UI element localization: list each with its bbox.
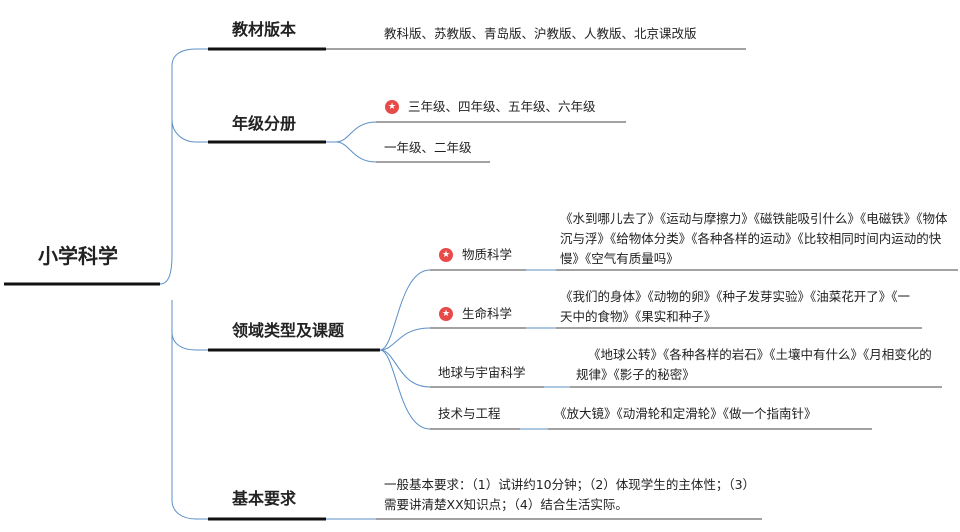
star-icon: ★ — [439, 307, 453, 321]
topics-physical-science[interactable]: 《水到哪儿去了》《运动与摩擦力》《磁铁能吸引什么》《电磁铁》《物体沉与浮》《给物… — [560, 211, 948, 266]
star-icon: ★ — [439, 248, 453, 262]
branch-domains-topics[interactable]: 领域类型及课题 — [232, 321, 345, 340]
star-icon: ★ — [385, 100, 399, 114]
topics-earth-space-science[interactable]: 《地球公转》《各种各样的岩石》《土壤中有什么》《月相变化的规律》《影子的秘密》 — [576, 347, 932, 382]
edition-list[interactable]: 教科版、苏教版、青岛版、沪教版、人教版、北京课改版 — [384, 26, 697, 41]
requirements-text[interactable]: 一般基本要求：（1）试讲约10分钟；（2）体现学生的主体性；（3）需要讲清楚XX… — [384, 477, 756, 512]
grade-1-2[interactable]: 一年级、二年级 — [384, 140, 472, 155]
branch-grade-volumes[interactable]: 年级分册 — [232, 114, 297, 133]
subbranch-technology-engineering[interactable]: 技术与工程 — [438, 406, 501, 421]
topics-life-science[interactable]: 《我们的身体》《动物的卵》《种子发芽实验》《油菜花开了》《一天中的食物》《果实和… — [560, 289, 911, 324]
branch-basic-requirements[interactable]: 基本要求 — [232, 489, 297, 508]
subbranch-physical-science[interactable]: 物质科学 — [462, 247, 513, 262]
subbranch-earth-space-science[interactable]: 地球与宇宙科学 — [438, 365, 526, 380]
topics-technology-engineering[interactable]: 《放大镜》《动滑轮和定滑轮》《做一个指南针》 — [554, 406, 817, 421]
root-topic[interactable]: 小学科学 — [38, 244, 118, 268]
branch-textbook-edition[interactable]: 教材版本 — [232, 20, 297, 39]
subbranch-life-science[interactable]: 生命科学 — [462, 306, 513, 321]
grade-3-6[interactable]: 三年级、四年级、五年级、六年级 — [408, 99, 596, 114]
